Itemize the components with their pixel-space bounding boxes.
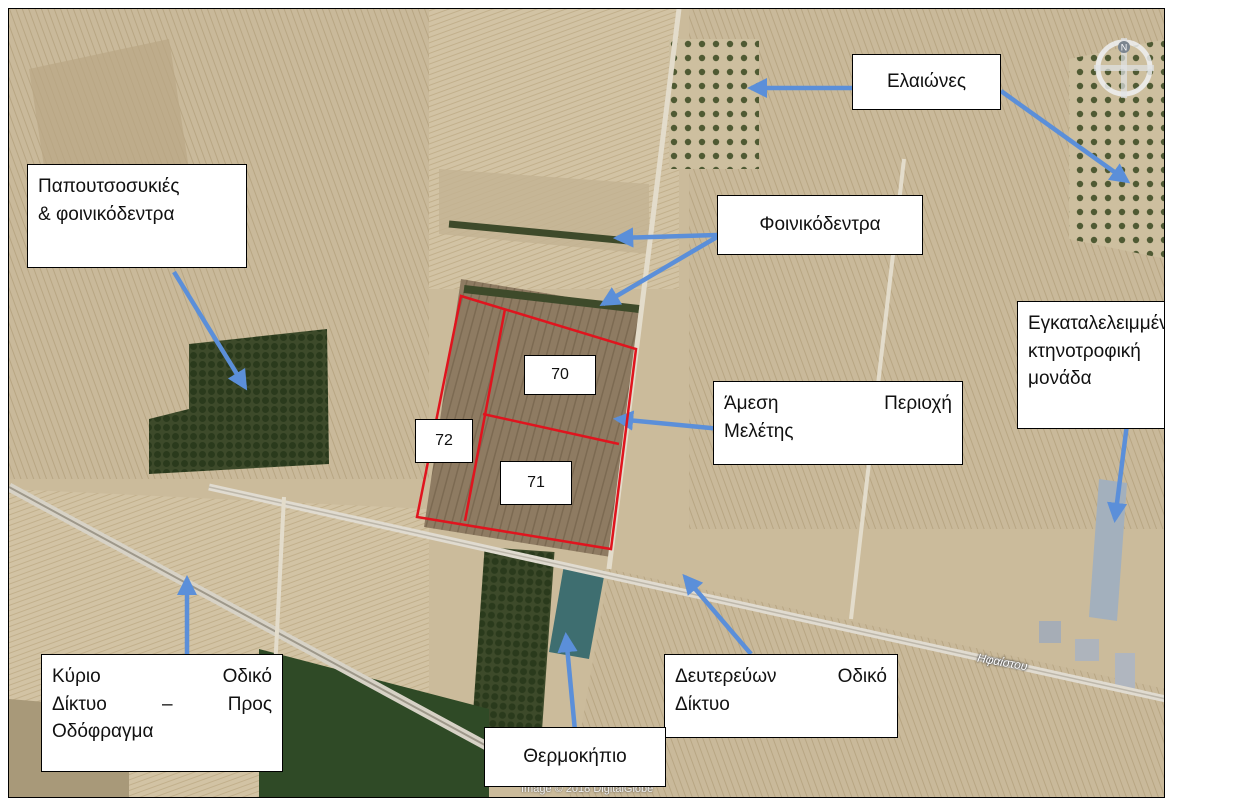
- label-main-road-line-3: Οδόφραγμα: [52, 721, 154, 743]
- satellite-map[interactable]: N Ηφαίστου Image © 2018 DigitalGlobe 70 …: [8, 8, 1165, 798]
- label-secondary-road-network: Δευτερεύων Οδικό Δίκτυο: [664, 654, 898, 738]
- label-prickly-pears-palms: Παπουτσοσυκιές & φοινικόδεντρα: [27, 164, 247, 268]
- label-prickly-line-2: & φοινικόδεντρα: [38, 203, 175, 225]
- label-livestock-line-3: μονάδα: [1028, 368, 1092, 390]
- label-prickly-line-1: Παπουτσοσυκιές: [38, 176, 180, 197]
- label-abandoned-livestock-unit: Εγκαταλελειμμένη κτηνοτροφική μονάδα: [1017, 301, 1165, 429]
- compass-icon[interactable]: N: [1091, 35, 1157, 101]
- label-livestock-line-1: Εγκαταλελειμμένη: [1028, 313, 1165, 334]
- label-main-road-line-2: Δίκτυο – Προς: [52, 693, 272, 715]
- label-study-line-2: Μελέτης: [724, 420, 794, 442]
- label-livestock-line-2: κτηνοτροφική: [1028, 340, 1141, 362]
- parcel-label-72: 72: [415, 419, 473, 463]
- label-secondary-line-1: Δευτερεύων Οδικό: [675, 666, 887, 687]
- parcel-label-71: 71: [500, 461, 572, 505]
- label-secondary-line-2: Δίκτυο: [675, 693, 730, 715]
- label-study-line-1: Άμεση Περιοχή: [724, 393, 952, 414]
- parcel-label-70: 70: [524, 355, 596, 395]
- label-main-road-network: Κύριο Οδικό Δίκτυο – Προς Οδόφραγμα: [41, 654, 283, 772]
- label-main-road-line-1: Κύριο Οδικό: [52, 666, 272, 687]
- svg-text:N: N: [1121, 43, 1128, 53]
- label-palm-trees: Φοινικόδεντρα: [717, 195, 923, 255]
- label-greenhouse: Θερμοκήπιο: [484, 727, 666, 787]
- label-olive-groves: Ελαιώνες: [852, 54, 1001, 110]
- label-immediate-study-area: Άμεση Περιοχή Μελέτης: [713, 381, 963, 465]
